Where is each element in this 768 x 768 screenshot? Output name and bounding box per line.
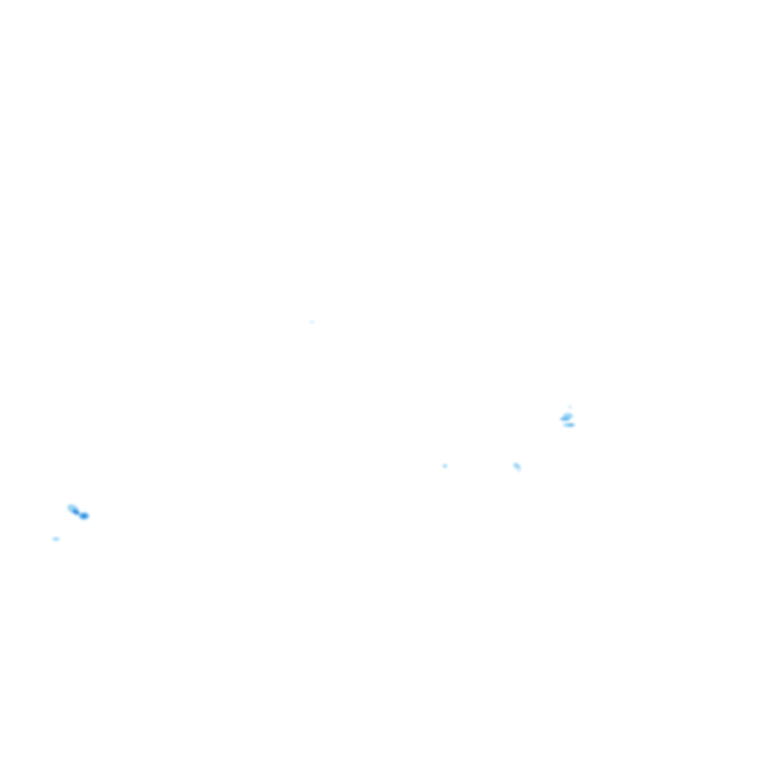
precip-echo-south — [443, 462, 521, 472]
precip-echo-center — [310, 320, 314, 324]
precip-echo-west — [52, 504, 89, 541]
precip-echo-east — [560, 405, 575, 427]
